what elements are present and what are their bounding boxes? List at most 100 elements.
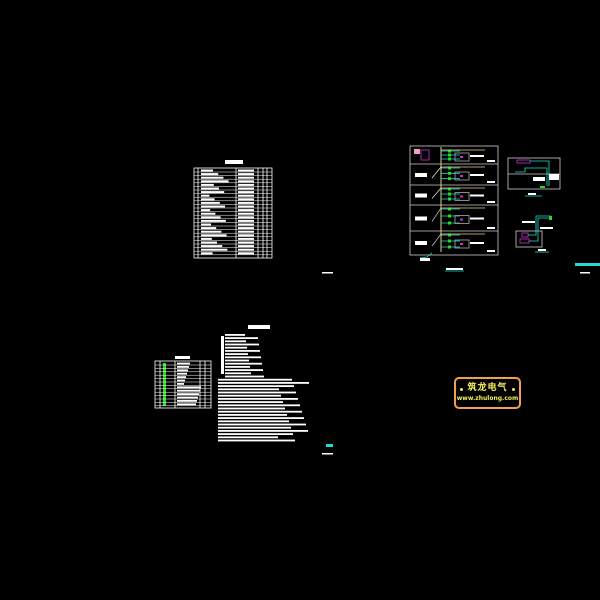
table-cell-text — [201, 176, 224, 179]
note-text-line — [218, 382, 309, 384]
circuit-label — [470, 217, 484, 220]
table-cell-text — [201, 252, 213, 255]
breaker-icon — [448, 153, 451, 157]
legend-green-symbols — [163, 363, 166, 406]
table-cell-text — [201, 194, 210, 197]
table-cell-text — [201, 227, 217, 230]
breaker-icon — [448, 207, 451, 211]
table-cell-text — [201, 191, 225, 194]
table-cell-text — [201, 230, 222, 233]
table-cell-text — [238, 194, 254, 197]
circuit-label — [470, 155, 484, 157]
note-text-line — [225, 350, 260, 352]
bullet-icon — [512, 388, 515, 391]
meter-box — [454, 171, 470, 181]
note-text-line — [225, 375, 264, 378]
table-cell-text — [177, 369, 188, 372]
note-text-line — [218, 439, 295, 442]
table-cell-text — [238, 180, 254, 183]
table-cell-text — [177, 396, 198, 399]
table-cell-text — [177, 400, 197, 402]
feeder-line — [431, 207, 442, 222]
meter-icon — [460, 243, 463, 245]
note-text-line — [221, 336, 224, 374]
table-cell-text — [201, 237, 212, 240]
note-text-line — [218, 404, 300, 407]
table-cell-text — [238, 187, 254, 190]
note-text-line — [218, 417, 304, 419]
circuit-label — [470, 242, 484, 244]
table-cell-text — [201, 205, 225, 208]
breaker-icon — [448, 149, 451, 153]
table-cell-text — [177, 362, 190, 365]
table-cell-text — [201, 223, 211, 226]
breaker-icon — [448, 157, 451, 161]
note-text-line — [218, 433, 293, 435]
breaker-icon — [448, 192, 451, 196]
table-cell-text — [238, 212, 254, 215]
drawing-label — [322, 272, 333, 274]
table-cell-text — [201, 219, 226, 222]
table-cell-text — [177, 366, 189, 368]
table-cell-text — [238, 183, 254, 186]
note-text-line — [225, 356, 261, 359]
circuit-label — [487, 201, 495, 203]
table-cell-text — [201, 183, 214, 186]
note-text-line — [218, 401, 283, 403]
table-cell-text — [238, 245, 254, 248]
table-cell-text — [238, 216, 254, 219]
table-cell-text — [238, 252, 254, 255]
circuit-label — [470, 194, 484, 197]
table-cell-text — [177, 389, 200, 392]
circuit-label — [487, 227, 495, 229]
note-text-line — [218, 410, 302, 413]
breaker-icon — [448, 214, 451, 218]
note-text-line — [225, 337, 258, 339]
note-text-line — [218, 436, 278, 439]
watermark-logo: 筑龙电气 www.zhulong.com — [454, 377, 521, 409]
design-notes — [218, 325, 309, 442]
table-cell-text — [201, 216, 221, 219]
legend-table-title — [175, 356, 190, 359]
table-cell-text — [201, 234, 227, 237]
feeder-line — [431, 166, 442, 179]
breaker-icon — [448, 166, 451, 170]
circuit-label — [487, 250, 495, 252]
note-text-line — [225, 334, 245, 336]
table-cell-text — [238, 234, 254, 237]
watermark-title: 筑龙电气 — [467, 383, 508, 393]
table-cell-text — [177, 386, 201, 389]
table-cell-text — [238, 230, 254, 233]
breaker-icon — [448, 171, 451, 175]
note-text-line — [225, 346, 247, 349]
note-text-line — [225, 366, 250, 368]
table-cell-text — [201, 180, 229, 183]
watermark-url: www.zhulong.com — [456, 395, 519, 402]
feeder-line — [431, 233, 442, 247]
table-cell-text — [201, 169, 213, 172]
breaker-icon — [448, 239, 451, 243]
breaker-icon — [448, 245, 451, 249]
table-cell-text — [201, 248, 228, 251]
floor-label — [415, 173, 427, 177]
floor-label — [415, 216, 427, 221]
meter-box — [454, 215, 470, 224]
floor-label — [415, 241, 427, 245]
circuit-label — [470, 174, 484, 176]
table-cell-text — [238, 227, 254, 230]
table-cell-text — [238, 209, 254, 212]
note-text-line — [218, 423, 306, 426]
table-cell-text — [177, 379, 185, 382]
table-cell-text — [201, 201, 220, 204]
table-cell-text — [201, 212, 216, 215]
note-text-line — [218, 407, 285, 410]
note-text-line — [218, 378, 292, 381]
circuit-label — [487, 160, 495, 162]
table-cell-text — [201, 209, 211, 212]
cyan-label — [326, 444, 333, 447]
note-text-line — [225, 359, 249, 362]
note-text-line — [218, 385, 294, 387]
table-cell-text — [238, 173, 254, 176]
